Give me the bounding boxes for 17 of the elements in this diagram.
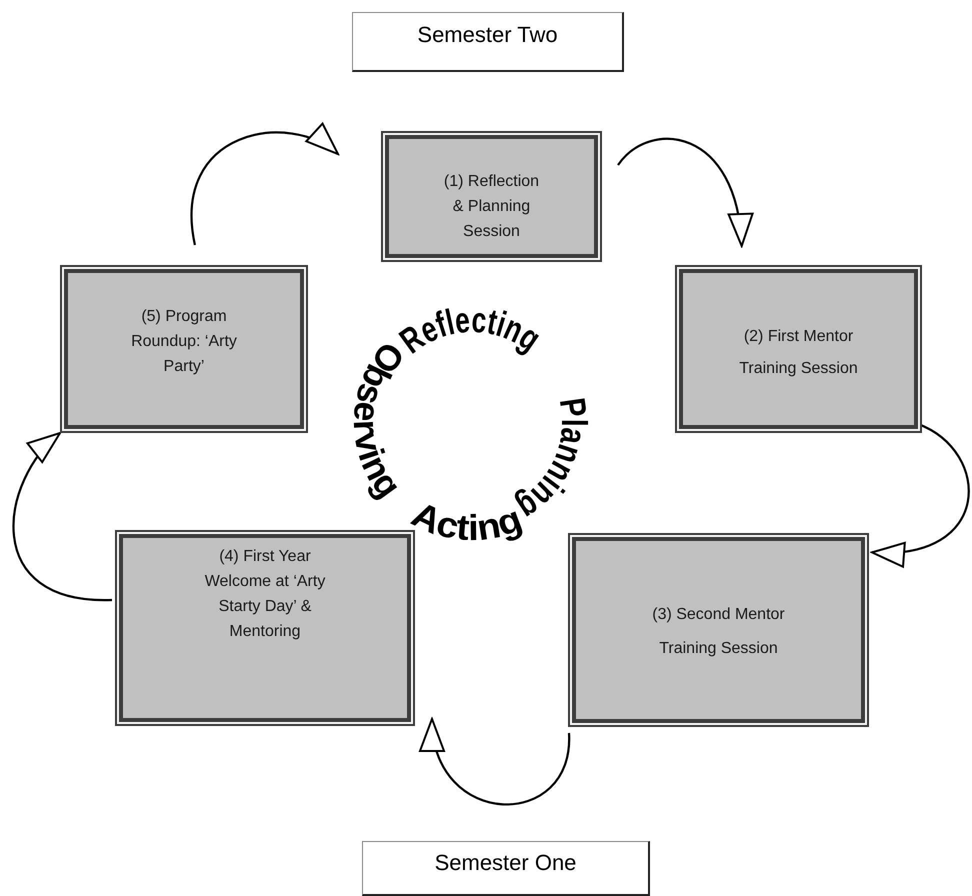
box-label: (1) Reflection & Planning Session xyxy=(442,172,540,242)
box-label: (4) First Year Welcome at ‘Arty Starty Day’ & Mentoring xyxy=(204,547,326,642)
curved-arrow xyxy=(190,124,339,246)
process-box xyxy=(60,265,308,433)
box-label: Semester Two xyxy=(416,22,559,48)
term-box xyxy=(362,841,650,896)
curved-arrow xyxy=(617,138,752,247)
box-label: Semester One xyxy=(434,850,578,876)
curved-arrow xyxy=(12,432,112,602)
term-box xyxy=(352,12,624,72)
box-label: (3) Second Mentor Training Session xyxy=(651,605,786,659)
curved-arrow xyxy=(871,422,970,566)
process-box xyxy=(568,533,869,727)
box-label: (2) First Mentor Training Session xyxy=(738,327,859,379)
process-box xyxy=(381,131,602,262)
box-label: (5) Program Roundup: ‘Arty Party’ xyxy=(130,307,238,377)
process-box xyxy=(675,265,922,433)
